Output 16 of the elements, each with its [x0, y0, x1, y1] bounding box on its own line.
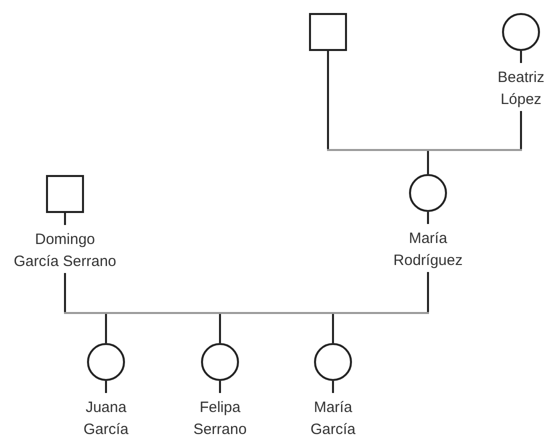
descent-line	[219, 313, 221, 343]
descent-line	[327, 149, 522, 151]
person-name: Domingo García Serrano	[12, 230, 118, 272]
descent-line	[332, 313, 334, 343]
descent-line	[427, 272, 429, 313]
descent-line	[64, 273, 66, 313]
person-name: Beatriz López	[496, 68, 546, 110]
descent-line	[520, 111, 522, 150]
person-name: María García	[309, 398, 356, 440]
person-name: Juana García	[82, 398, 130, 440]
person-name: Felipa Serrano	[192, 398, 248, 440]
descent-line	[427, 150, 429, 174]
descent-line	[64, 312, 429, 314]
descent-line	[327, 51, 329, 150]
descent-line	[105, 313, 107, 343]
person-name: María Rodríguez	[392, 229, 464, 271]
